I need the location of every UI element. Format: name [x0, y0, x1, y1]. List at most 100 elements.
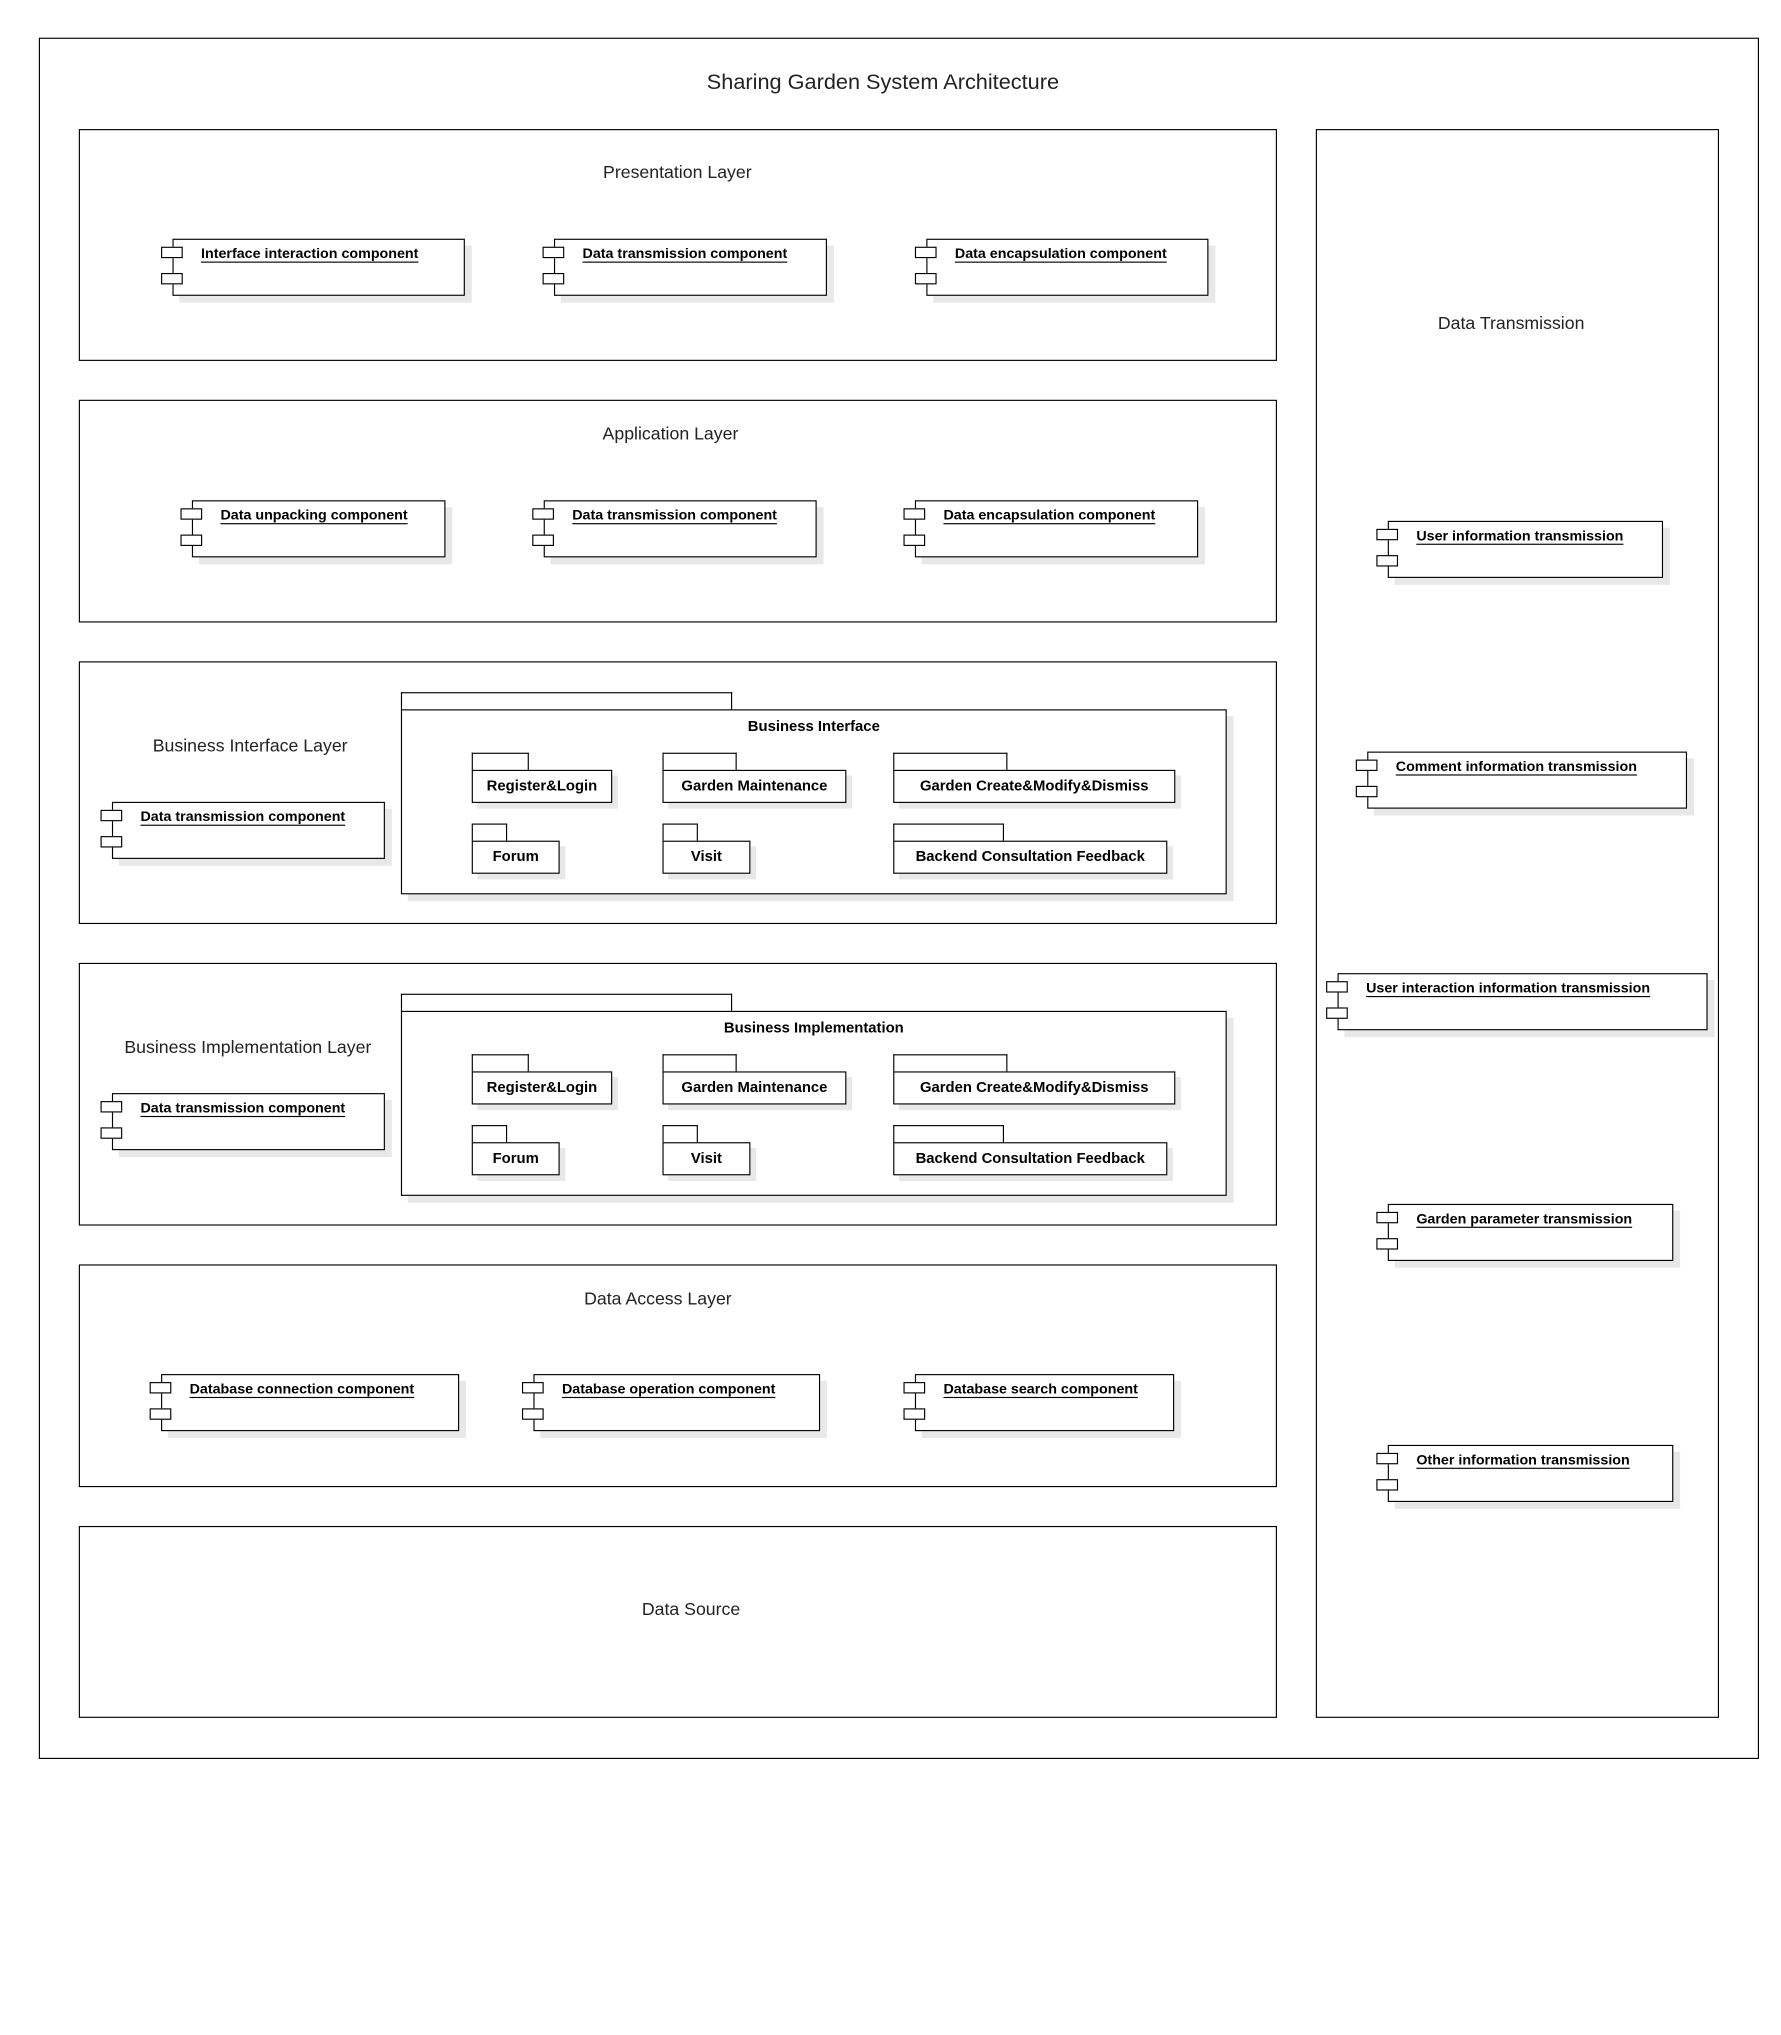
other-information-transmission: Other information transmission — [1376, 1444, 1674, 1502]
module-label: Backend Consultation Feedback — [915, 847, 1145, 865]
module-label: Forum — [492, 1149, 539, 1167]
module-label: Register&Login — [486, 1078, 598, 1096]
component-port-top — [1376, 1211, 1399, 1224]
component-port-top — [521, 1382, 544, 1394]
component-label: Comment information transmission — [1395, 758, 1637, 775]
user-information-transmission: User information transmission — [1376, 520, 1664, 578]
data-transmission-component: Data transmission component — [532, 500, 817, 558]
module-tab — [471, 1125, 508, 1144]
module-body: Backend Consultation Feedback — [893, 1142, 1168, 1176]
interface-interaction-component: Interface interaction component — [161, 238, 465, 296]
data-encapsulation-component: Data encapsulation component — [914, 238, 1209, 296]
module-body: Garden Create&Modify&Dismiss — [893, 1071, 1176, 1105]
module-garden-create-modify-dismiss: Garden Create&Modify&Dismiss — [893, 1054, 1176, 1105]
module-body: Garden Maintenance — [662, 1071, 847, 1105]
module-forum: Forum — [471, 1125, 560, 1176]
module-tab — [893, 1125, 1004, 1144]
module-tab — [662, 1125, 698, 1144]
module-tab — [471, 1054, 529, 1073]
component-port-top — [180, 508, 203, 520]
module-label: Forum — [492, 847, 539, 865]
module-body: Register&Login — [471, 1071, 613, 1105]
component-port-bottom — [180, 534, 203, 546]
module-body: Visit — [662, 1142, 751, 1176]
module-body: Register&Login — [471, 769, 613, 803]
component-label: Data transmission component — [582, 245, 788, 262]
component-label: Data transmission component — [140, 808, 346, 825]
module-tab — [662, 1054, 737, 1073]
module-body: Backend Consultation Feedback — [893, 840, 1168, 874]
module-label: Garden Create&Modify&Dismiss — [919, 1078, 1149, 1096]
package-name: Business Implementation — [723, 1018, 904, 1036]
component-port-top — [903, 508, 926, 520]
data-transmission-component: Data transmission component — [542, 238, 827, 296]
component-port-bottom — [914, 272, 937, 285]
module-label: Garden Create&Modify&Dismiss — [919, 776, 1149, 794]
module-tab — [662, 823, 698, 842]
diagram-title: Sharing Garden System Architecture — [706, 70, 1060, 95]
component-label: Database operation component — [561, 1380, 776, 1397]
module-backend-consultation-feedback: Backend Consultation Feedback — [893, 1125, 1168, 1176]
application-layer-title: Application Layer — [602, 424, 739, 445]
component-port-bottom — [149, 1408, 172, 1420]
business-implementation-layer-title: Business Implementation Layer — [124, 1038, 372, 1058]
component-port-top — [100, 809, 123, 822]
database-operation-component: Database operation component — [521, 1374, 821, 1432]
component-port-bottom — [1376, 1238, 1399, 1250]
module-tab — [893, 1054, 1008, 1073]
module-garden-maintenance: Garden Maintenance — [662, 752, 847, 803]
module-backend-consultation-feedback: Backend Consultation Feedback — [893, 823, 1168, 874]
component-port-bottom — [1376, 555, 1399, 567]
module-visit: Visit — [662, 1125, 751, 1176]
component-port-bottom — [1376, 1479, 1399, 1491]
database-search-component: Database search component — [903, 1374, 1175, 1432]
component-port-top — [542, 246, 565, 259]
component-port-top — [903, 1382, 926, 1394]
data-transmission-component: Data transmission component — [100, 801, 385, 859]
component-label: User information transmission — [1416, 527, 1624, 544]
module-visit: Visit — [662, 823, 751, 874]
component-port-top — [100, 1101, 123, 1113]
module-label: Garden Maintenance — [681, 776, 828, 794]
module-tab — [471, 752, 529, 771]
module-tab — [662, 752, 737, 771]
component-port-top — [1355, 759, 1378, 771]
component-port-top — [914, 246, 937, 259]
component-port-bottom — [100, 836, 123, 848]
component-port-top — [1376, 528, 1399, 541]
module-body: Visit — [662, 840, 751, 874]
module-garden-create-modify-dismiss: Garden Create&Modify&Dismiss — [893, 752, 1176, 803]
database-connection-component: Database connection component — [149, 1374, 460, 1432]
package-tab — [400, 692, 733, 711]
module-label: Register&Login — [486, 776, 598, 794]
component-port-top — [1326, 981, 1348, 993]
component-label: Database search component — [943, 1380, 1138, 1397]
data-transmission-component: Data transmission component — [100, 1093, 385, 1151]
component-label: Data transmission component — [140, 1099, 346, 1116]
data-source — [78, 1525, 1277, 1718]
component-port-top — [532, 508, 554, 520]
component-port-top — [161, 246, 183, 259]
component-label: Data encapsulation component — [943, 507, 1156, 524]
data-unpacking-component: Data unpacking component — [180, 500, 446, 558]
module-label: Visit — [690, 847, 722, 865]
module-label: Visit — [690, 1149, 722, 1167]
component-label: Database connection component — [189, 1380, 415, 1397]
module-forum: Forum — [471, 823, 560, 874]
comment-information-transmission: Comment information transmission — [1355, 751, 1688, 809]
component-port-bottom — [521, 1408, 544, 1420]
component-label: Data unpacking component — [220, 507, 408, 524]
component-label: User interaction information transmissio… — [1366, 980, 1651, 996]
business-interface-layer-title: Business Interface Layer — [152, 736, 348, 757]
module-garden-maintenance: Garden Maintenance — [662, 1054, 847, 1105]
module-tab — [471, 823, 508, 842]
module-body: Forum — [471, 1142, 560, 1176]
module-body: Garden Maintenance — [662, 769, 847, 803]
module-register-login: Register&Login — [471, 1054, 613, 1105]
module-body: Garden Create&Modify&Dismiss — [893, 769, 1176, 803]
component-port-bottom — [903, 534, 926, 546]
component-port-top — [1376, 1452, 1399, 1465]
package-name: Business Interface — [747, 717, 880, 735]
component-port-bottom — [100, 1127, 123, 1139]
